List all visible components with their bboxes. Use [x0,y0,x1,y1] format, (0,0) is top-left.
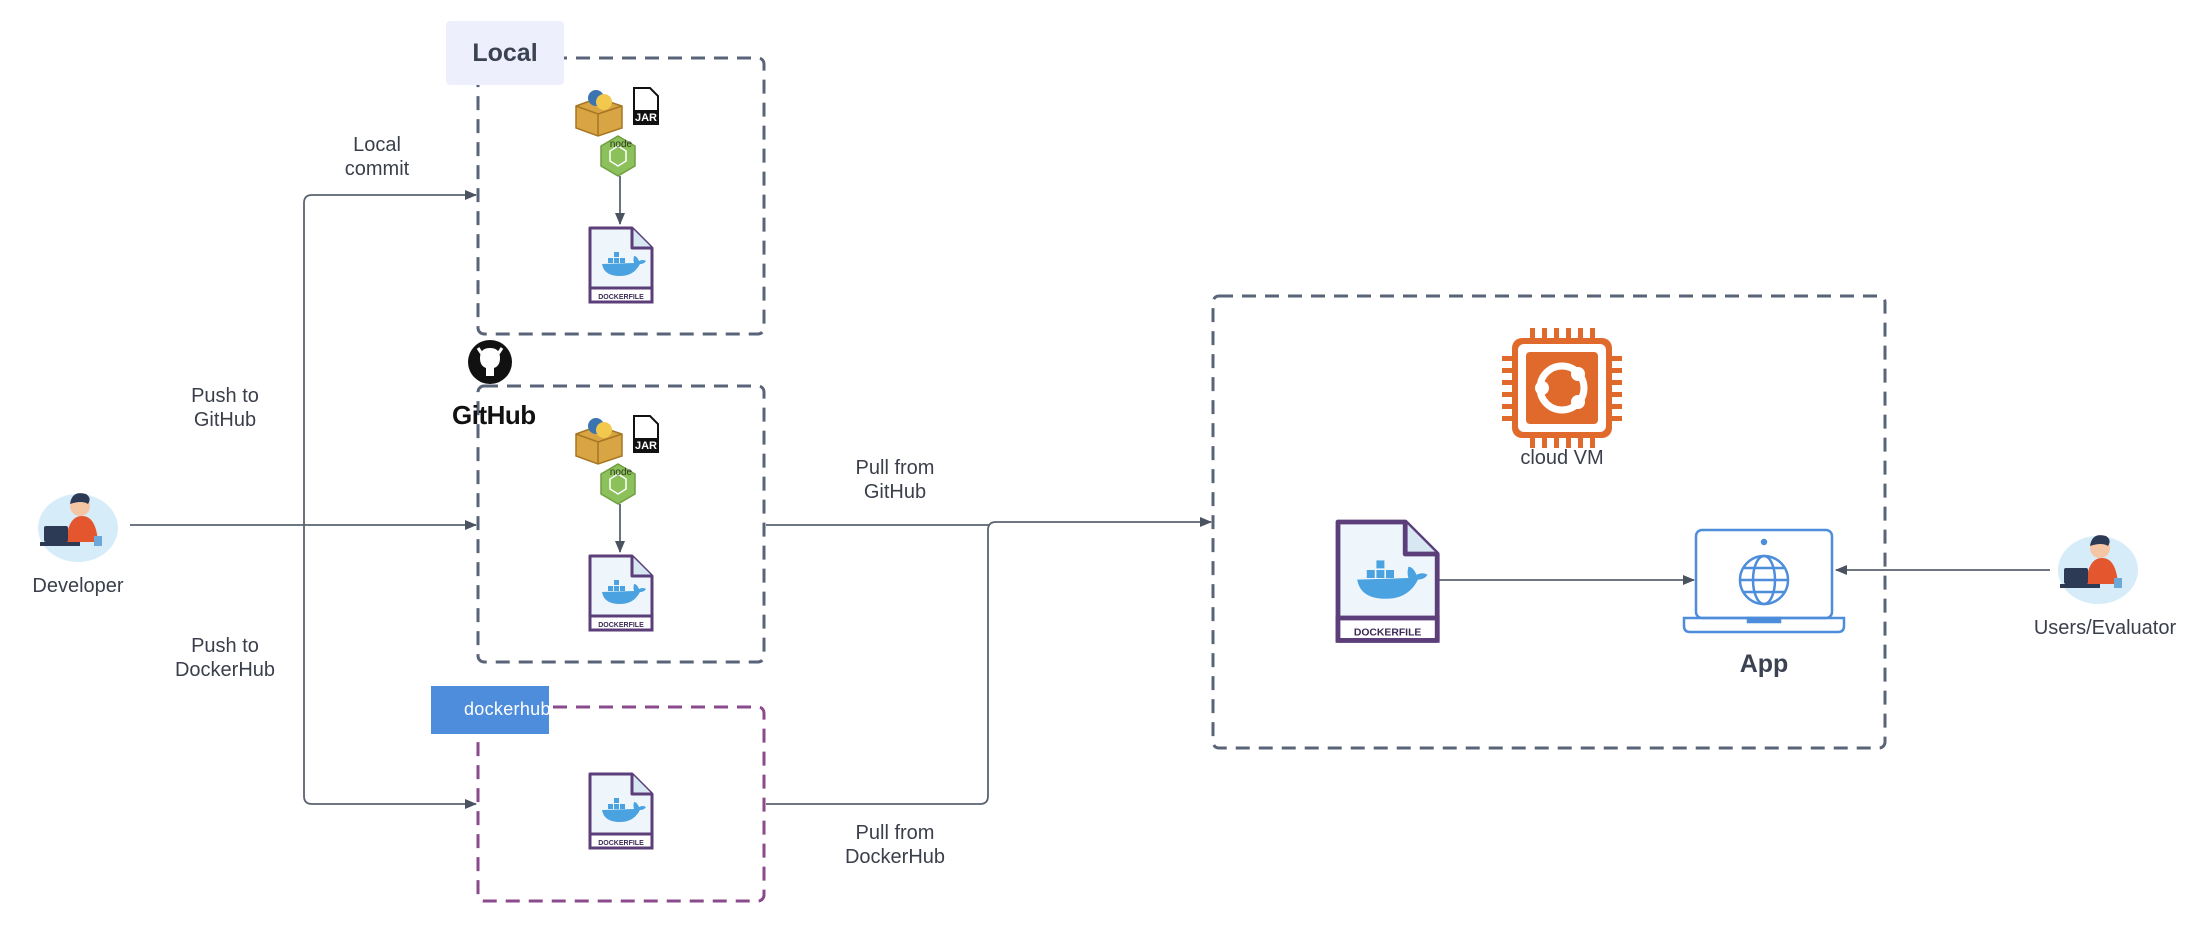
dockerhub-dockerfile-icon: DOCKERFILE [588,772,654,850]
local-group-title: Local [472,39,538,67]
local-dockerfile-icon: DOCKERFILE [588,226,654,304]
local-group-label: Local [446,21,564,85]
svg-text:DOCKERFILE: DOCKERFILE [598,840,644,847]
cloud-dockerfile-icon: DOCKERFILE [1338,522,1437,640]
github-group-label: GitHub [452,400,536,430]
svg-text:DOCKERFILE: DOCKERFILE [598,622,644,629]
dockerhub-group-box [476,705,766,903]
svg-text:DOCKERFILE: DOCKERFILE [1354,628,1422,639]
svg-text:JAR: JAR [635,440,657,452]
developer-label: Developer [32,575,124,597]
developer-avatar-icon [38,493,118,562]
local-group-box [476,56,766,336]
ubuntu-chip-icon [1502,328,1622,448]
dockerhub-group-label: dockerhub [464,699,551,719]
node-icon-label-local: node [609,139,633,150]
cloud-vm-group-box [1211,294,1887,750]
github-stack-icons: JAR [575,415,659,505]
node-icon-label-github: node [609,467,633,478]
app-label: App [1739,650,1789,678]
github-dockerfile-icon: DOCKERFILE [588,554,654,632]
local-stack-icons: JAR [575,87,659,177]
dockerhub-group-badge [431,686,549,734]
jar-label: JAR [635,112,657,124]
github-group-box [476,384,766,664]
users-avatar-icon [2058,535,2138,604]
github-logo-icon [468,340,512,384]
users-evaluator-label: Users/Evaluator [2033,617,2177,639]
svg-text:DOCKERFILE: DOCKERFILE [598,294,644,301]
developer-connectors [130,190,2050,809]
app-laptop-icon [1682,528,1846,634]
cloud-vm-label: cloud VM [1520,447,1604,469]
